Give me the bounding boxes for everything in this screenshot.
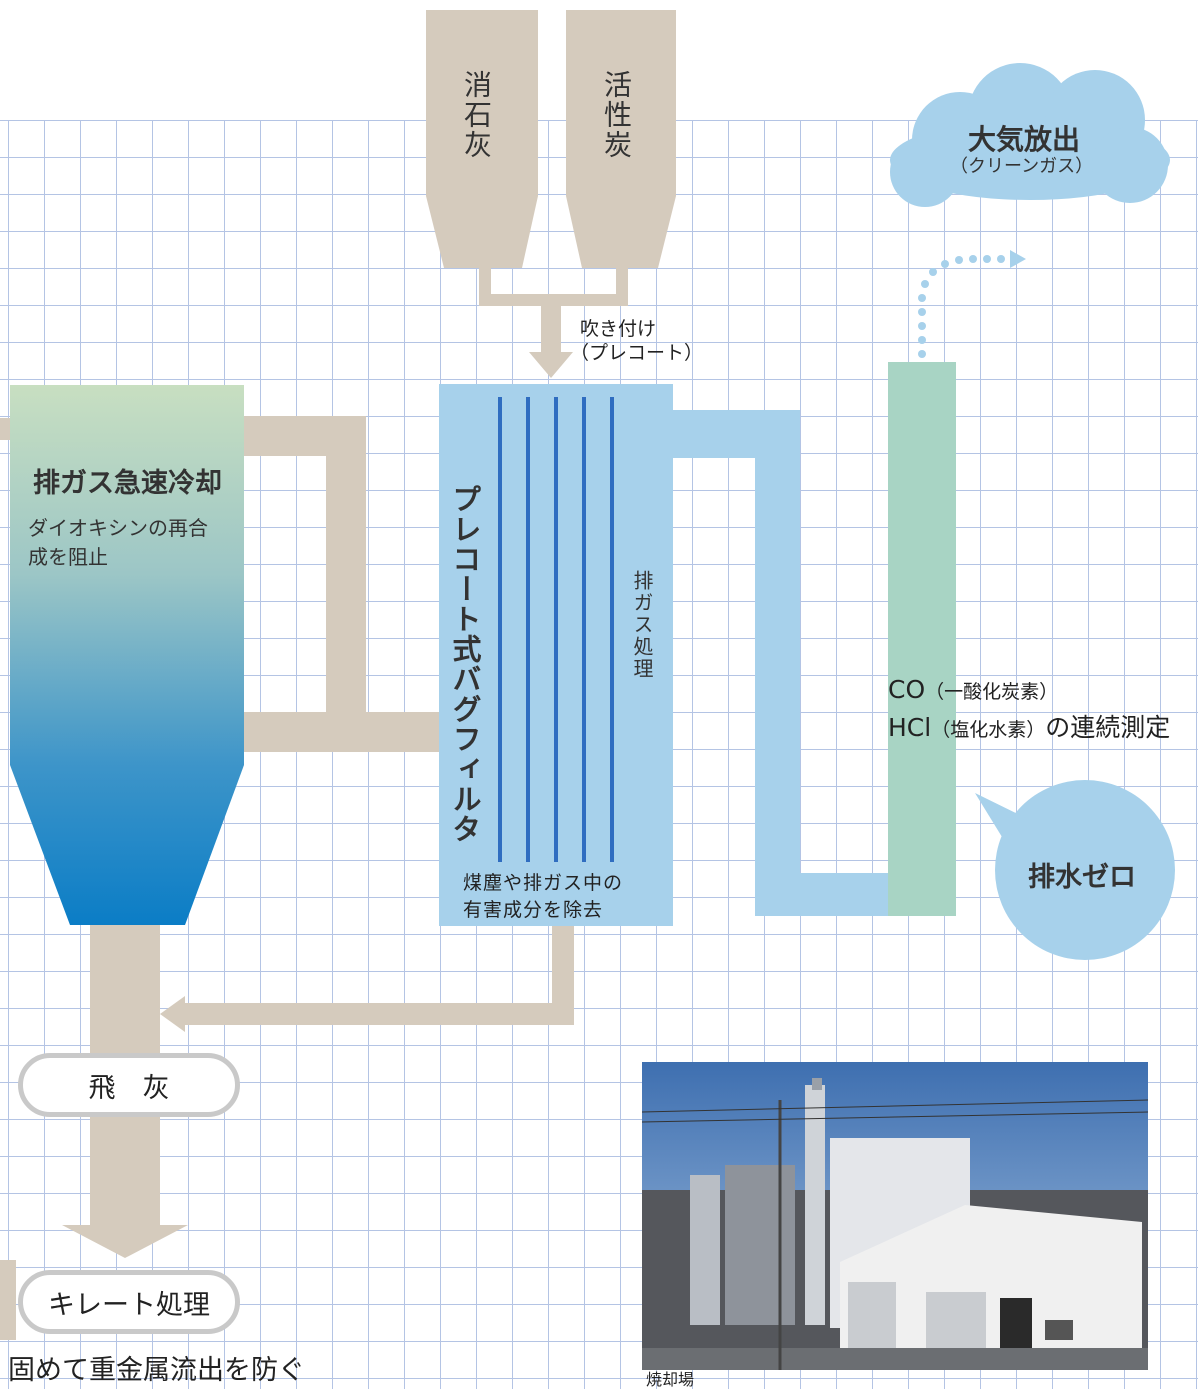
co-note: （一酸化炭素） bbox=[925, 681, 1059, 703]
release-sub: （クリーンガス） bbox=[950, 156, 1094, 177]
fly-ash-label: 飛 灰 bbox=[88, 1072, 170, 1104]
cooler-desc-line1: ダイオキシンの再合 bbox=[28, 516, 208, 540]
pipe-cooler-to-filter-vertical bbox=[326, 416, 366, 752]
chimney bbox=[888, 362, 956, 916]
bag-filter-desc-line1: 煤塵や排ガス中の bbox=[463, 872, 624, 894]
silo-slaked-lime bbox=[426, 10, 538, 268]
monitoring-hcl: HCl（塩化水素）の連続測定 bbox=[888, 708, 1170, 744]
ash-return-arrowhead bbox=[160, 996, 185, 1032]
spray-label-line1: 吹き付け bbox=[580, 318, 657, 340]
pipe-flyash-to-chelate bbox=[90, 1110, 160, 1230]
wastewater-label: 排水ゼロ bbox=[1028, 862, 1136, 893]
chelate-box: キレート処理 bbox=[18, 1270, 240, 1334]
co-label: CO bbox=[888, 675, 926, 704]
bag-filter-title: プレコート式バグフィルタ bbox=[448, 484, 482, 844]
cooler-title: 排ガス急速冷却 bbox=[33, 468, 222, 499]
bag-filter-desc: 煤塵や排ガス中の 有害成分を除去 bbox=[463, 870, 623, 924]
pipe-cooler-to-filter-bottom bbox=[238, 712, 444, 752]
spray-label: 吹き付け （プレコート） bbox=[570, 317, 703, 365]
spray-arrow bbox=[529, 300, 573, 378]
hcl-label: HCl bbox=[888, 713, 932, 742]
hcl-note: （塩化水素） bbox=[931, 719, 1046, 741]
release-title: 大気放出 bbox=[968, 123, 1081, 156]
pipe-ash-return-horizontal bbox=[185, 1003, 574, 1025]
monitoring-co: CO（一酸化炭素） bbox=[888, 675, 1058, 704]
fly-ash-box: 飛 灰 bbox=[18, 1053, 240, 1117]
chelate-label: キレート処理 bbox=[48, 1289, 210, 1321]
filter-tubes bbox=[498, 397, 614, 862]
silo-connector bbox=[479, 268, 628, 306]
incinerator-photo bbox=[641, 1062, 1149, 1370]
cooler-tower bbox=[10, 385, 244, 925]
pipe-chelate-left-stub bbox=[0, 1260, 16, 1340]
silo-slaked-lime-label: 消石灰 bbox=[460, 70, 493, 160]
footer-text: 固めて重金属流出を防ぐ bbox=[8, 1355, 305, 1386]
photo-caption: 焼却場 bbox=[646, 1370, 695, 1389]
bag-filter-side-label: 排ガス処理 bbox=[630, 570, 654, 680]
silo-activated-carbon bbox=[566, 10, 676, 268]
gas-duct-down bbox=[755, 410, 800, 916]
pipe-ash-return-vertical bbox=[552, 925, 574, 1025]
chelate-arrowhead bbox=[62, 1225, 188, 1258]
monitoring-suffix: の連続測定 bbox=[1045, 713, 1171, 742]
release-cloud bbox=[890, 63, 1170, 207]
silo-activated-carbon-label: 活性炭 bbox=[600, 70, 633, 160]
cooler-desc-line2: 成を阻止 bbox=[28, 545, 108, 569]
cooler-desc: ダイオキシンの再合 成を阻止 bbox=[28, 514, 208, 572]
spray-label-line2: （プレコート） bbox=[570, 342, 704, 364]
wastewater-bubble bbox=[975, 780, 1175, 960]
bag-filter-desc-line2: 有害成分を除去 bbox=[463, 899, 604, 921]
release-dotted-arrow bbox=[918, 250, 1026, 358]
